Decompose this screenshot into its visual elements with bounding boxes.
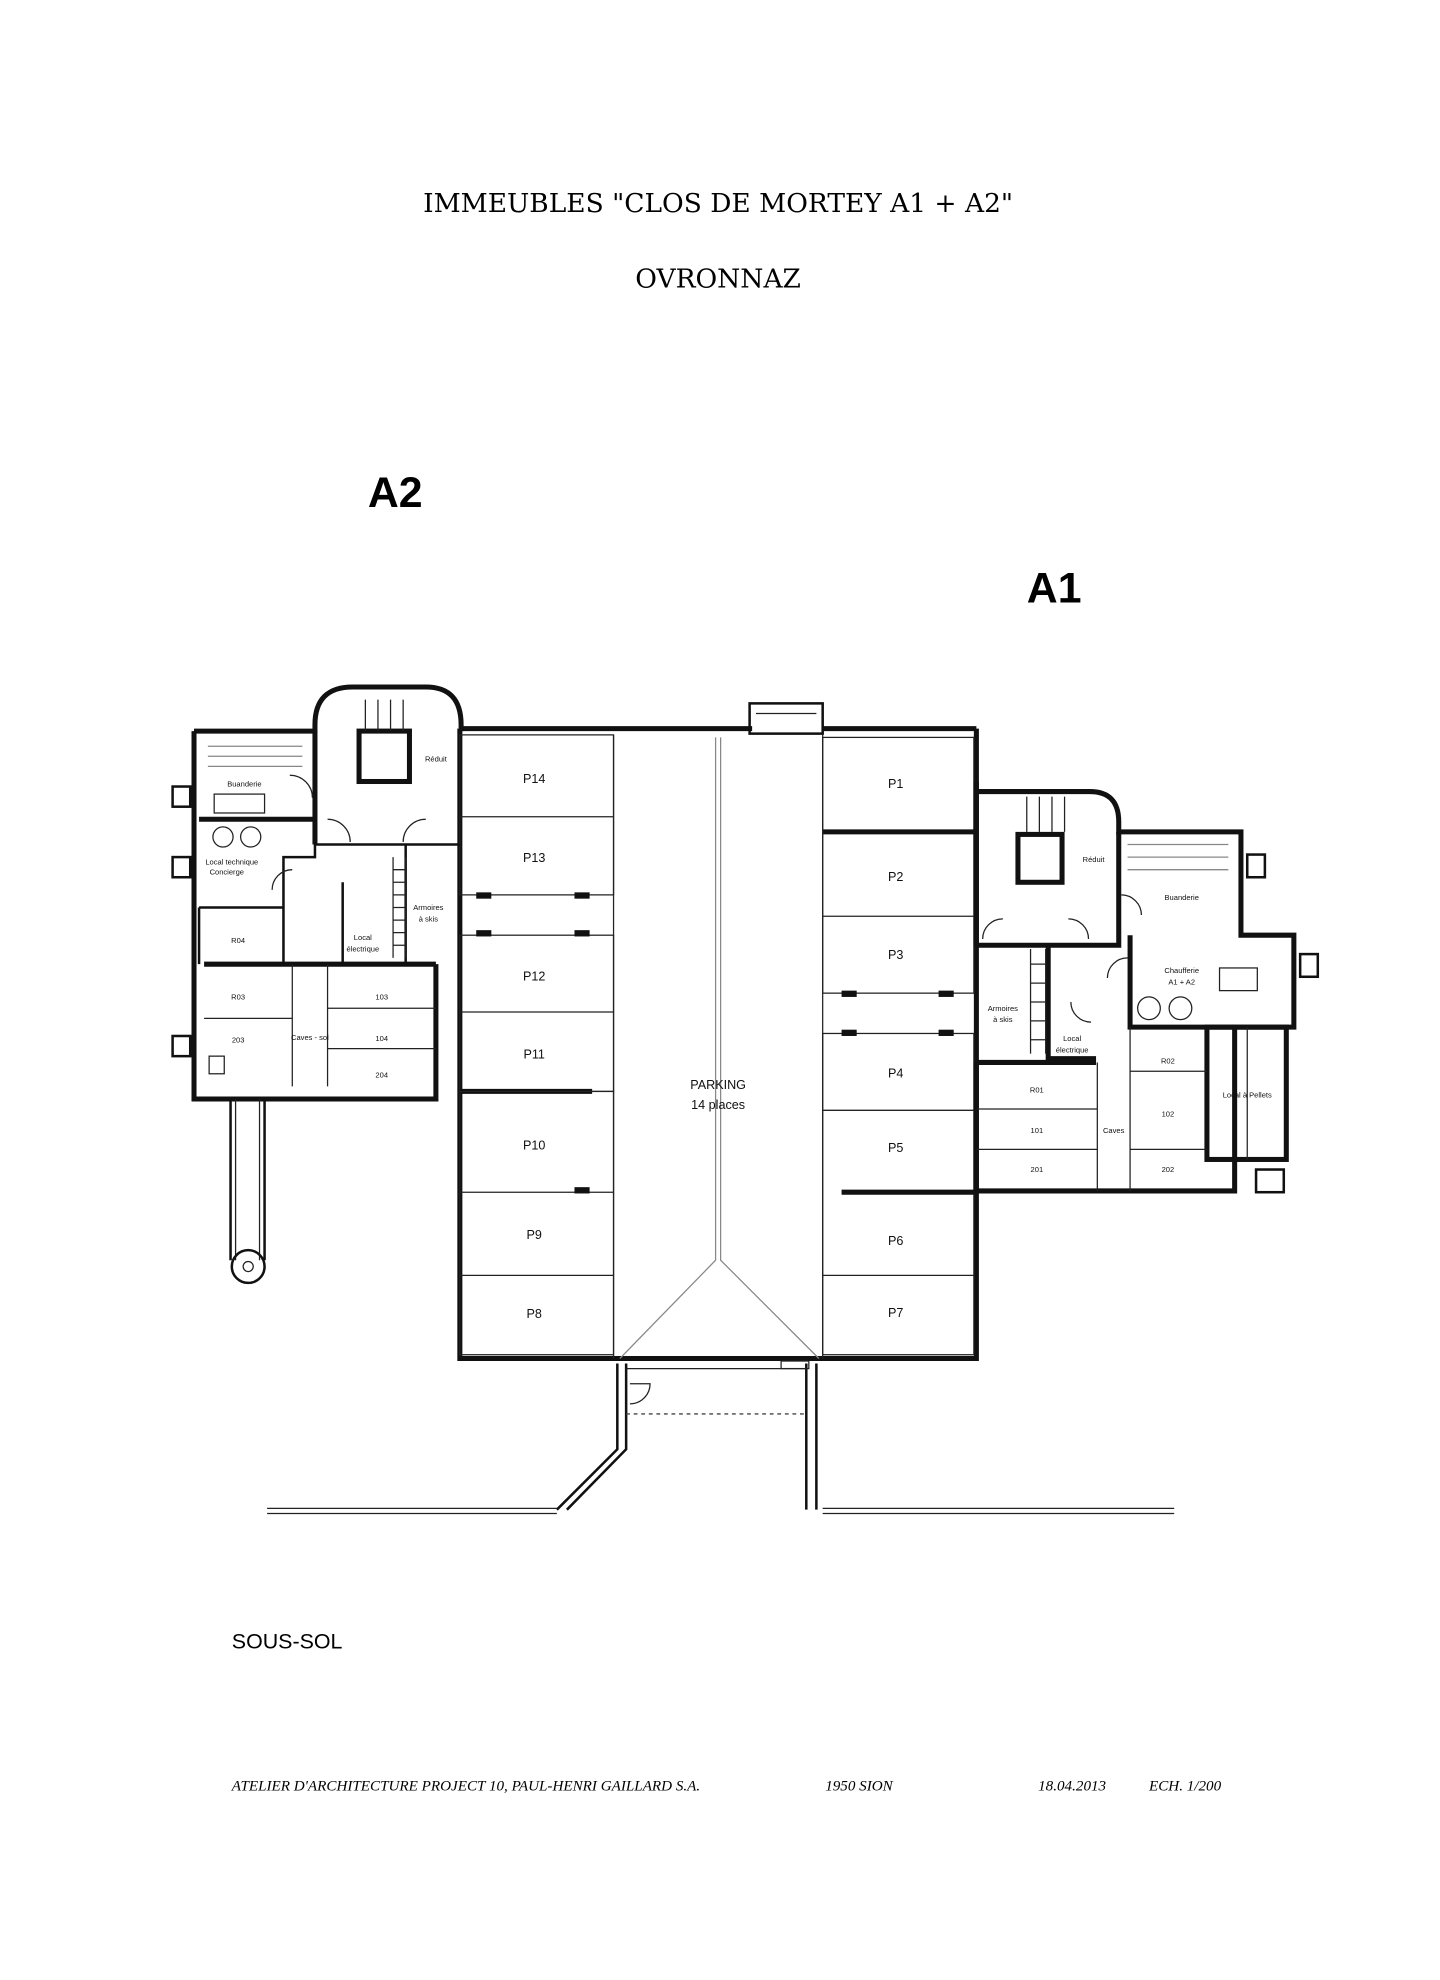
cellar-201: 201 [1031,1165,1044,1174]
cellar-r03: R03 [231,992,245,1001]
cellar-101: 101 [1031,1126,1044,1135]
building-a2-plan: Buanderie Local technique Concierge Rédu… [171,684,464,1285]
parking-plan: PARKING 14 places P14 P13 P12 P11 P10 P9… [267,702,1175,1515]
footer-scale: ECH. 1/200 [1148,1779,1222,1795]
cellar-103: 103 [375,992,388,1001]
room-concierge-a2: Concierge [210,868,244,877]
room-local-electrique-a2: Local [354,933,372,942]
room-local-electrique-a2-2: électrique [346,945,379,954]
cellar-203: 203 [232,1035,245,1044]
room-reduit-a2: Réduit [425,754,448,763]
parking-capacity: 14 places [691,1098,745,1112]
room-armoires-a2-2: à skis [419,914,439,923]
room-caves-a2: Caves - sol [291,1033,329,1042]
footer-architect: ATELIER D'ARCHITECTURE PROJECT 10, PAUL-… [231,1779,700,1795]
room-armoires-a2: Armoires [413,903,443,912]
parking-space-p9: P9 [526,1228,541,1242]
cellar-102: 102 [1162,1110,1175,1119]
parking-space-p1: P1 [888,777,903,791]
room-chaufferie: Chaufferie [1164,966,1199,975]
room-armoires-a1-2: à skis [993,1015,1013,1024]
parking-space-p4: P4 [888,1067,903,1081]
parking-space-p12: P12 [523,970,545,984]
room-armoires-a1: Armoires [988,1004,1018,1013]
room-local-technique-a2: Local technique [205,858,258,867]
footer-date: 18.04.2013 [1038,1779,1106,1795]
building-a1-plan: Réduit Buanderie Chaufferie A1 + A2 Armo… [973,781,1320,1194]
building-label-a1: A1 [1027,565,1082,613]
room-r04: R04 [231,936,245,945]
parking-space-p8: P8 [526,1307,541,1321]
building-label-a2: A2 [368,469,423,517]
room-local-electrique-a1-2: électrique [1056,1045,1089,1054]
parking-space-p14: P14 [523,772,545,786]
parking-space-p7: P7 [888,1306,903,1320]
room-caves-a1: Caves [1103,1126,1125,1135]
level-label: SOUS-SOL [232,1629,343,1653]
parking-space-p11: P11 [523,1048,544,1062]
cellar-r02: R02 [1161,1057,1175,1066]
cellar-r01: R01 [1030,1086,1044,1095]
footer-city: 1950 SION [825,1779,893,1795]
room-chaufferie-2: A1 + A2 [1168,977,1195,986]
room-buanderie-a2: Buanderie [227,780,261,789]
room-reduit-a1: Réduit [1083,855,1106,864]
cellar-204: 204 [375,1071,388,1080]
parking-space-p13: P13 [523,851,545,865]
document-subtitle: OVRONNAZ [635,264,801,295]
parking-space-p5: P5 [888,1141,903,1155]
parking-space-p6: P6 [888,1234,903,1248]
parking-space-p10: P10 [523,1138,545,1152]
cellar-104: 104 [375,1034,388,1043]
room-buanderie-a1: Buanderie [1165,893,1199,902]
cellar-202: 202 [1162,1165,1175,1174]
parking-space-p2: P2 [888,870,903,884]
room-local-pellets: Local à Pellets [1223,1091,1272,1100]
room-local-electrique-a1: Local [1063,1034,1081,1043]
parking-space-p3: P3 [888,948,903,962]
parking-label: PARKING [690,1078,746,1092]
document-title: IMMEUBLES "CLOS DE MORTEY A1 + A2" [423,188,1013,219]
